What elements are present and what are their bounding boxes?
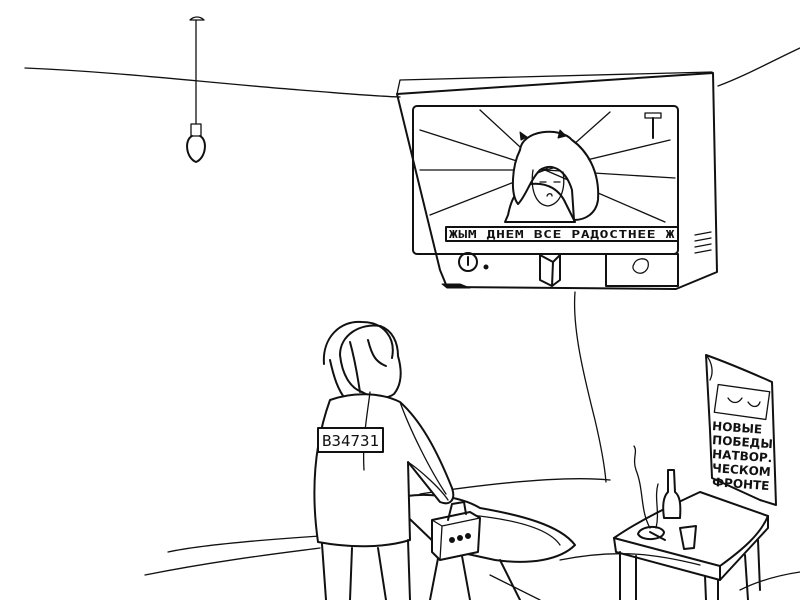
tv-base-shadow (441, 283, 471, 289)
room-corner (573, 291, 607, 483)
tv-body (396, 72, 718, 290)
glass (679, 525, 697, 550)
tv-top-edge (396, 71, 713, 95)
tv-screen (412, 105, 679, 255)
poster-line-4: ЧЕСКОМ (712, 461, 771, 479)
badge-box (317, 427, 384, 453)
lamp-socket (190, 123, 202, 137)
bench (389, 494, 576, 600)
person-arm (399, 401, 449, 501)
tv-speaker-panel (605, 253, 679, 287)
bottle (662, 469, 682, 519)
antenna-icon (644, 112, 662, 139)
person-hair (322, 320, 394, 401)
person-head (339, 324, 402, 399)
side-table (613, 445, 769, 600)
tv-button (632, 258, 649, 274)
dial-knob-icon (458, 252, 478, 272)
propaganda-poster: НОВЫЕ ПОБЕДЫ НАТВОР. ЧЕСКОМ ФРОНТЕ (705, 354, 777, 506)
poster-sheet (705, 354, 777, 506)
television: ЖЫМ ДНЕМ ВСЕ РАДОСТНЕЕ Ж (396, 71, 718, 290)
ceiling-line-right (717, 47, 800, 87)
ceiling-line (24, 67, 401, 98)
badge-number: B34731 (322, 432, 379, 450)
tv-vent (694, 231, 712, 254)
poster-line-5: ФРОНТЕ (712, 475, 770, 493)
hanging-lamp (186, 16, 206, 163)
poster-picture (713, 383, 771, 421)
light-bulb-icon (186, 135, 206, 163)
tv-ticker-bar (445, 226, 679, 242)
tv-shield-emblem (539, 254, 561, 287)
cigarette-smoke (633, 445, 659, 529)
tv-presenter (504, 129, 600, 223)
ceiling-mount (189, 16, 205, 21)
poster-line-1: НОВЫЕ (712, 419, 763, 436)
table-legs (619, 539, 761, 600)
person-legs (321, 539, 411, 600)
radio-box (431, 501, 481, 561)
poster-line-3: НАТВОР. (712, 447, 773, 465)
poster-corner-fold (705, 354, 713, 381)
poster-line-2: ПОБЕДЫ (712, 433, 774, 451)
tv-ticker-text: ЖЫМ ДНЕМ ВСЕ РАДОСТНЕЕ Ж (449, 228, 675, 241)
person: B34731 (313, 320, 455, 600)
